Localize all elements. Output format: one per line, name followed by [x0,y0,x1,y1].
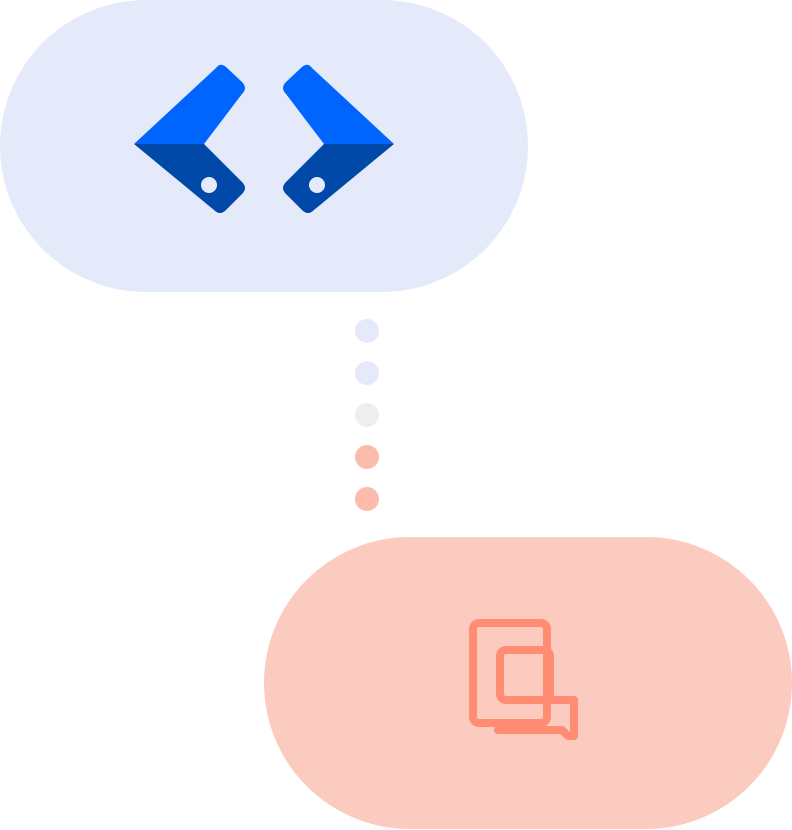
connector-dot [355,319,379,343]
connector-dot [355,487,379,511]
connector-dot [355,445,379,469]
connector-dot [355,403,379,427]
left-bracket-hole [201,177,217,193]
connector-dots [355,319,379,519]
bottom-node [264,537,792,829]
overlapping-squares-icon [469,619,578,740]
connector-dot [355,361,379,385]
left-bracket-lower [134,144,245,213]
front-square [496,646,554,704]
front-square-tail [494,696,578,740]
right-bracket-hole [309,177,325,193]
right-bracket-upper [283,64,394,144]
top-node [0,0,528,292]
left-bracket-upper [134,64,245,144]
code-brackets-icon [134,64,394,213]
back-square [469,619,551,727]
right-bracket-lower [283,144,394,213]
